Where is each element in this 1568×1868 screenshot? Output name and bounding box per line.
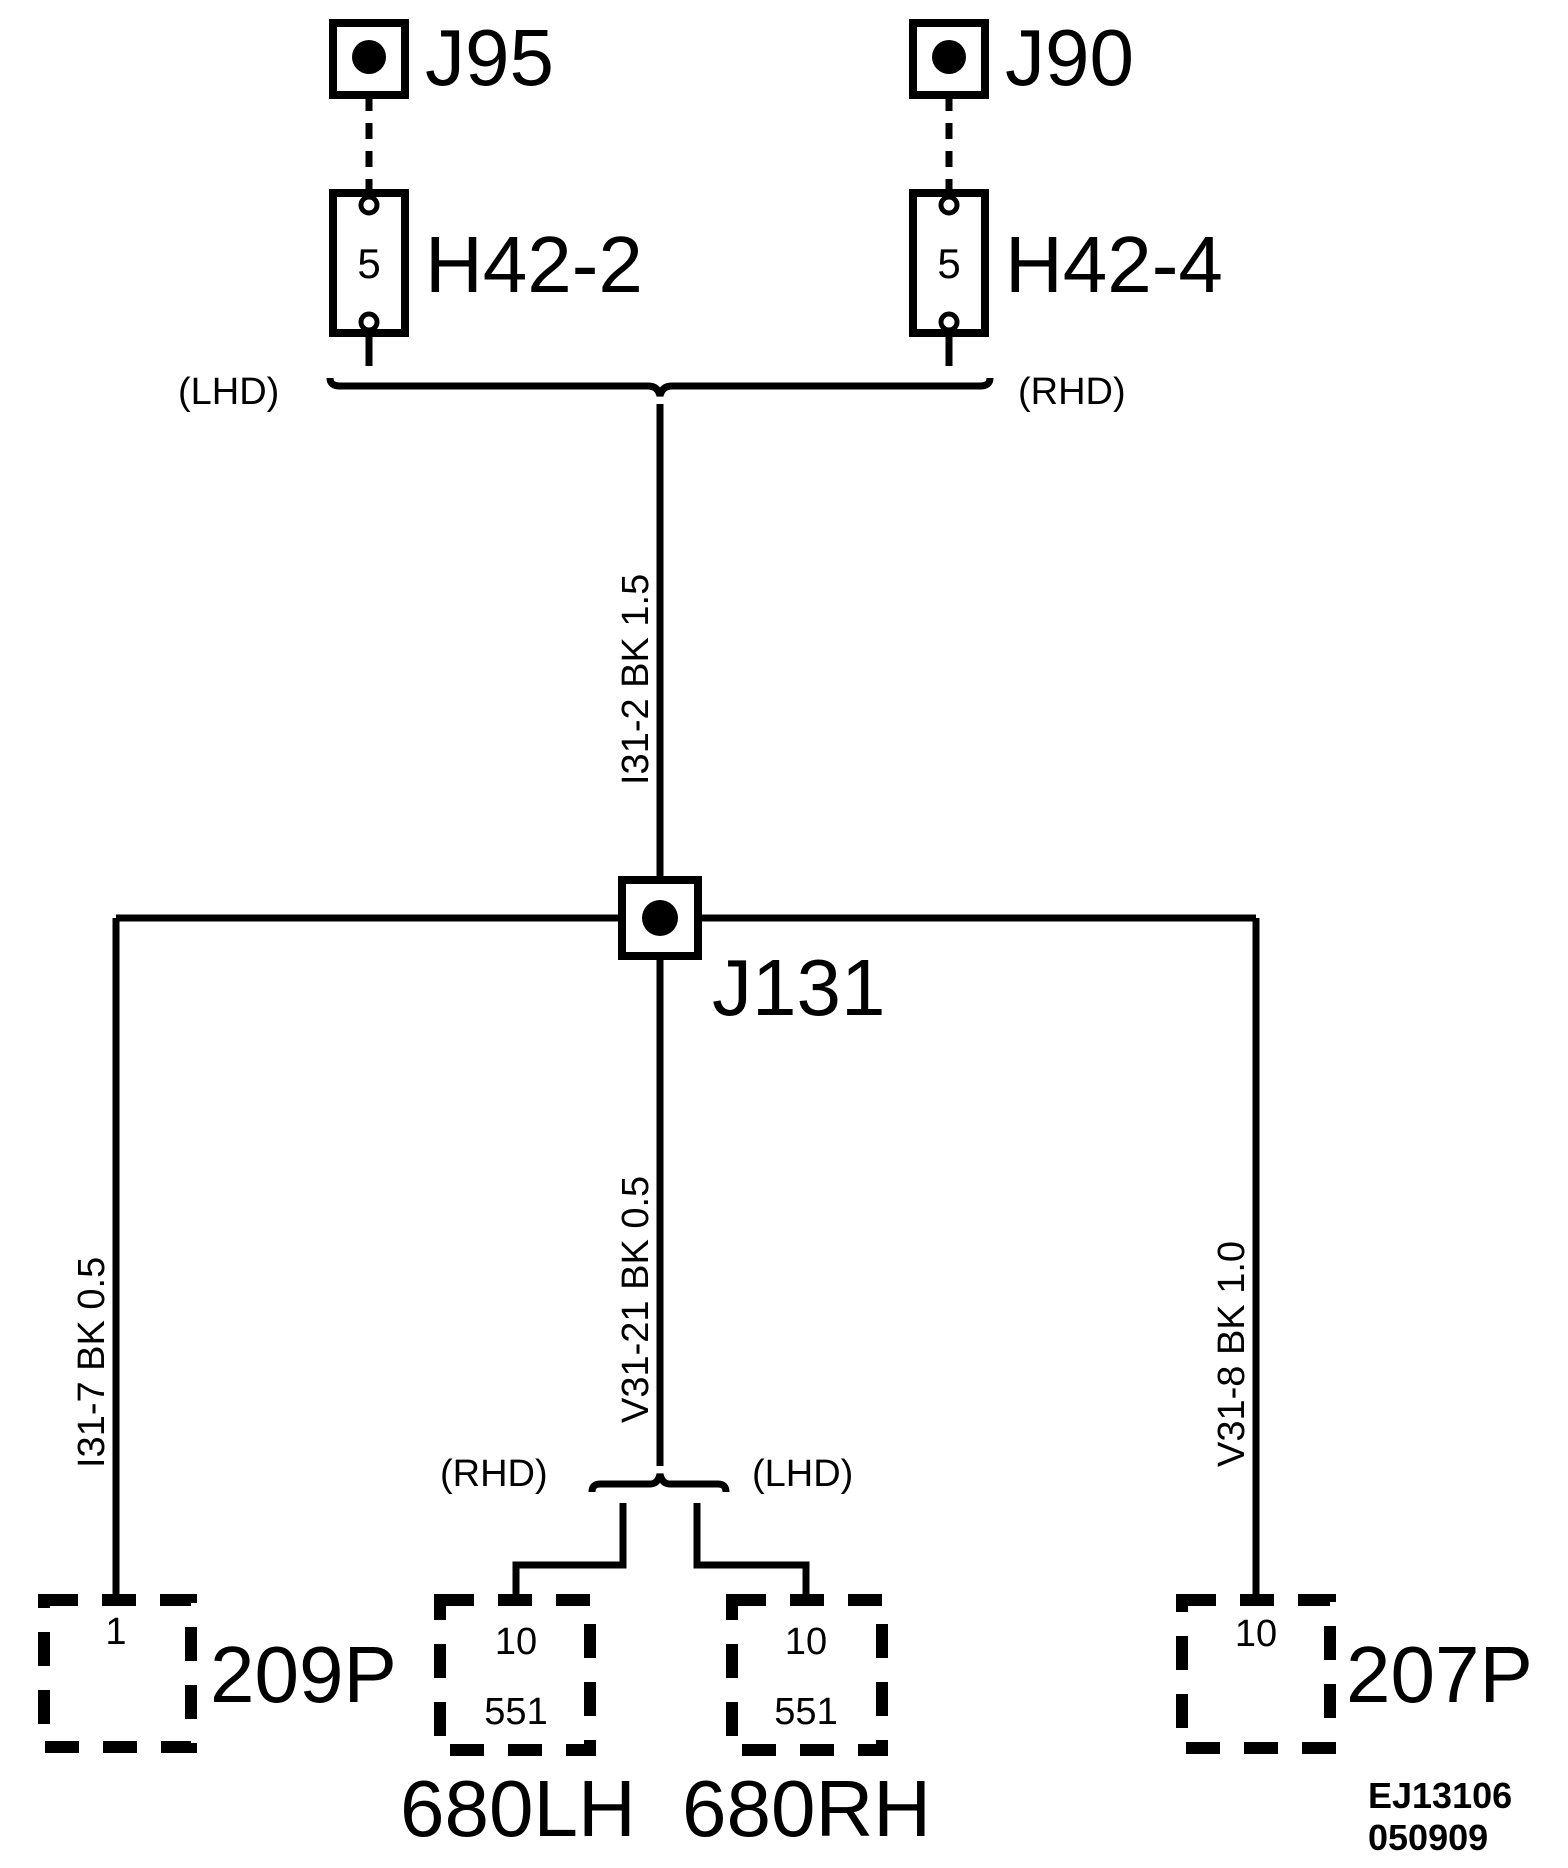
component-207p [1176,1594,1336,1754]
variant-label-bottom-left: (RHD) [440,1453,548,1495]
fuse-h42-4-pin: 5 [937,240,960,287]
wire-main-label: I31-2 BK 1.5 [615,574,657,785]
component-209p-pin: 1 [105,1611,126,1653]
component-680rh [726,1594,888,1756]
component-209p [38,1594,197,1753]
wire-right-label: V31-8 BK 1.0 [1211,1241,1253,1467]
wire-to-680rh [693,1503,810,1605]
component-680lh-sub: 551 [484,1691,547,1733]
fuse-h42-2-pin: 5 [357,240,380,287]
wire-center-label: V31-21 BK 0.5 [615,1176,657,1423]
connector-j131-label: J131 [712,943,885,1032]
component-207p-pin: 10 [1235,1613,1277,1655]
connector-j131 [618,876,702,960]
connector-j95-label: J95 [425,13,554,102]
reference-code: EJ13106 [1368,1775,1512,1816]
connector-j90-label: J90 [1005,13,1134,102]
component-680lh [434,1594,596,1756]
fuse-h42-2-label: H42-2 [425,220,643,309]
component-680rh-pin: 10 [785,1621,827,1663]
connector-j90 [909,19,989,99]
component-680lh-pin: 10 [495,1621,537,1663]
fuse-h42-4-label: H42-4 [1005,220,1223,309]
component-209p-label: 209P [210,1630,397,1719]
variant-label-top-right: (RHD) [1018,371,1126,413]
reference-date: 050909 [1368,1817,1488,1858]
wire-left-label: I31-7 BK 0.5 [71,1257,113,1468]
component-680rh-label: 680RH [682,1764,931,1853]
component-680lh-label: 680LH [400,1764,636,1853]
component-207p-label: 207P [1346,1630,1533,1719]
variant-label-bottom-right: (LHD) [752,1453,853,1495]
variant-label-top-left: (LHD) [178,371,279,413]
variant-brace-top [326,377,994,397]
connector-j95 [329,19,409,99]
wire-to-680lh [512,1503,627,1605]
variant-brace-bottom [588,1473,730,1493]
component-680rh-sub: 551 [774,1691,837,1733]
